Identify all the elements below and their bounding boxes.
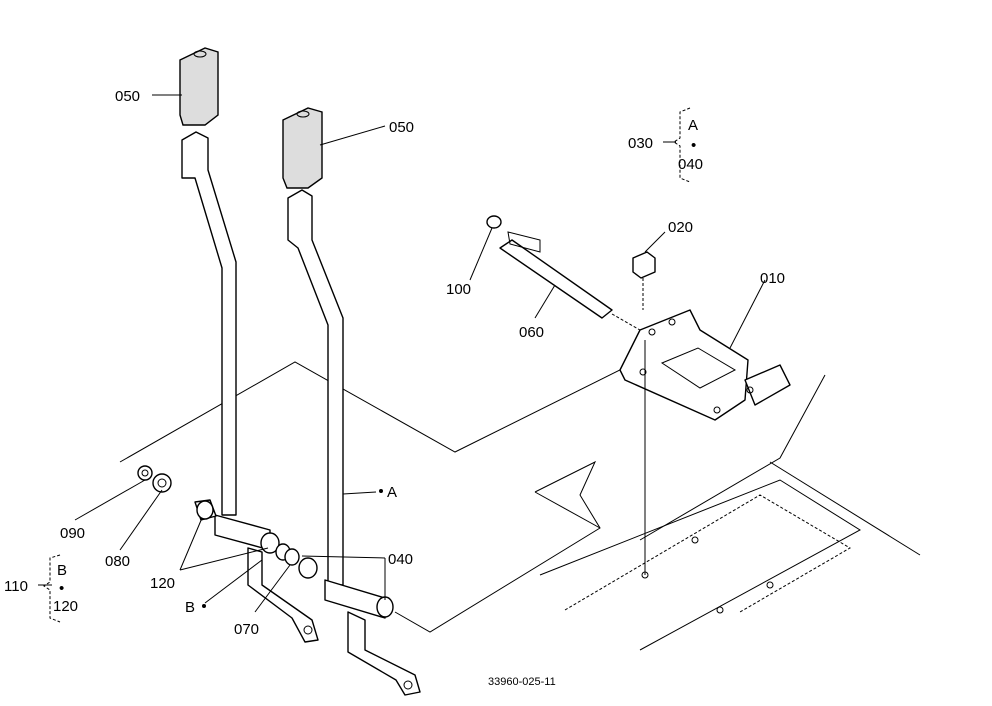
group-braces — [43, 107, 691, 623]
label-040-bottom: 040 — [388, 551, 413, 568]
shaft-060 — [486, 215, 641, 331]
label-040-top: 040 — [678, 156, 703, 173]
label-050-left: 050 — [115, 88, 140, 105]
label-120-a: 120 — [150, 575, 175, 592]
label-080: 080 — [105, 553, 130, 570]
label-030-a: A — [688, 117, 698, 134]
right-lever — [287, 189, 421, 696]
washers-090-080 — [137, 465, 172, 493]
label-030: 030 — [628, 135, 653, 152]
left-lever — [181, 131, 319, 643]
label-050-right: 050 — [389, 119, 414, 136]
label-070: 070 — [234, 621, 259, 638]
floor-panel-outline — [119, 359, 921, 651]
label-110-b: B — [57, 562, 67, 579]
label-060: 060 — [519, 324, 544, 341]
right-knob-050 — [282, 107, 323, 189]
left-knob-050 — [179, 47, 219, 126]
label-110-dot: • — [59, 580, 64, 597]
label-110: 110 — [4, 578, 28, 595]
label-ref-a: A — [387, 484, 397, 501]
label-ref-b: B — [185, 599, 195, 616]
label-100: 100 — [446, 281, 471, 298]
bolt-020 — [632, 251, 656, 310]
label-030-dot: • — [691, 137, 696, 154]
bracket-010 — [619, 309, 791, 575]
leader-lines — [38, 94, 766, 613]
drawing-code: 33960-025-11 — [488, 676, 556, 688]
ref-a-dot — [379, 489, 383, 493]
ref-b-dot — [202, 604, 206, 608]
label-020: 020 — [668, 219, 693, 236]
label-010: 010 — [760, 270, 785, 287]
bushings-left — [194, 499, 394, 618]
label-090: 090 — [60, 525, 85, 542]
label-120-b: 120 — [53, 598, 78, 615]
